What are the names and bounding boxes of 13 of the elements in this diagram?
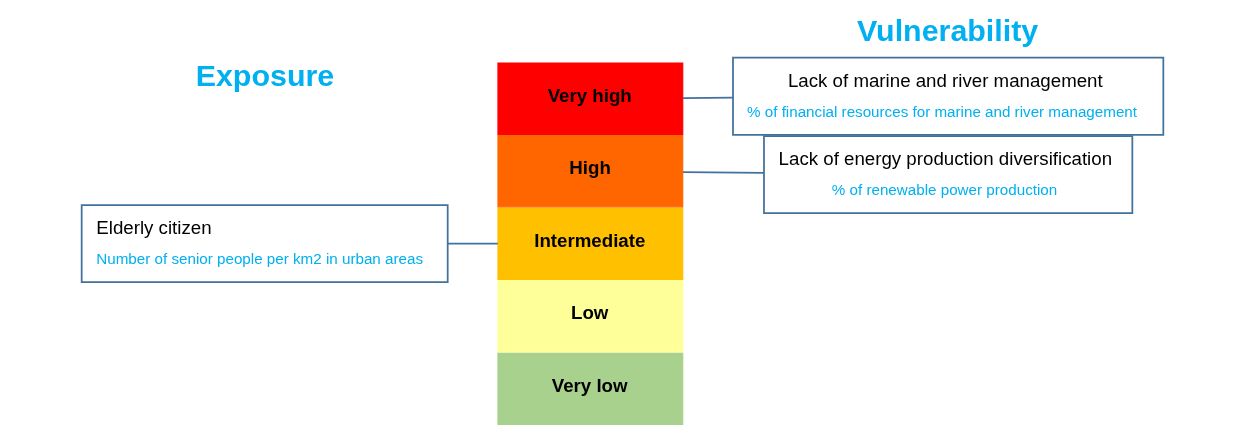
node-box: Very high [496, 62, 683, 135]
connector [681, 96, 734, 99]
node-box: Lack of energy production diversification % of renewable power production [762, 135, 1133, 215]
node-box: Intermediate [496, 207, 683, 280]
label: Vulnerability [856, 12, 1038, 47]
node-box: Very low [496, 352, 683, 425]
node-box: Lack of marine and river management % of financial resources for marine and river management [731, 56, 1164, 136]
connector [446, 242, 499, 245]
connector [681, 171, 765, 174]
node-box: Elderly citizen Number of senior people per km2 in urban areas [80, 204, 449, 284]
node-box: High [496, 134, 683, 208]
node-box: Low [496, 279, 683, 353]
label: Exposure [195, 58, 334, 93]
